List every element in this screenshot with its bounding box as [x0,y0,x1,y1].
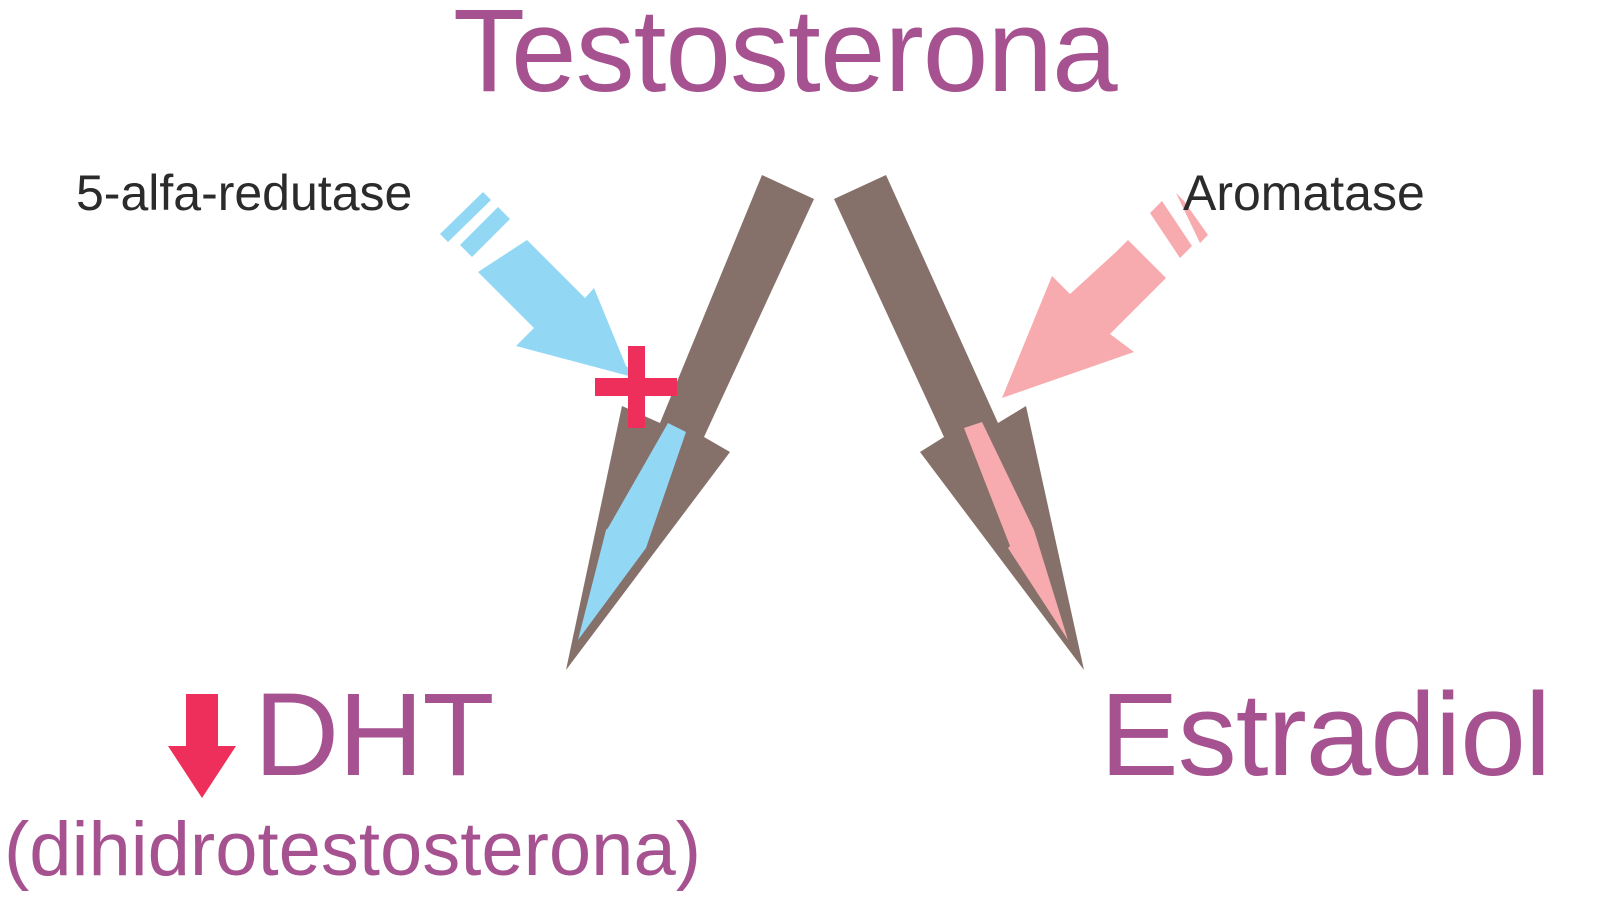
aromatase-channel-arrow [964,422,1068,640]
reductase-arrow-tail-dash-1 [440,192,491,242]
aromatase-arrow [1002,240,1166,398]
product-label-estradiol: Estradiol [1100,669,1551,801]
aromatase-arrow-tail-dash-1 [1176,193,1208,243]
reductase-arrow [478,240,644,380]
product-label-dht: DHT [254,669,495,801]
reductase-arrow-tail-dash-2 [460,207,510,257]
enzyme-label-aromatase: Aromatase [1183,165,1425,221]
decrease-arrow-icon [168,694,236,798]
enzyme-label-5-alfa-redutase: 5-alfa-redutase [76,165,413,221]
plus-icon [595,346,677,428]
plus-icon-horizontal-bar [595,378,677,396]
product-label-dihidrotestosterona: (dihidrotestosterona) [4,807,702,892]
reductase-channel-arrow [578,423,686,640]
aromatase-arrow-tail-dash-2 [1150,201,1192,258]
substrate-label-testosterona: Testosterona [453,0,1118,117]
